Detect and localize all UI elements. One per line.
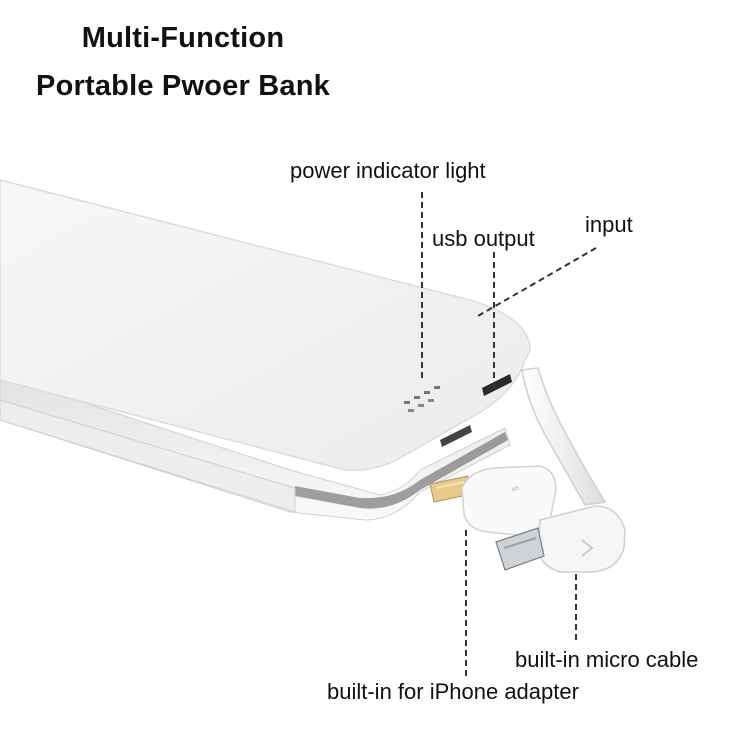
power-indicator-dots	[404, 386, 440, 412]
label-input: input	[585, 212, 633, 237]
label-micro-cable: built-in micro cable	[515, 647, 699, 672]
label-power-indicator: power indicator light	[290, 158, 486, 183]
title-line-2: Portable Pwoer Bank	[36, 70, 330, 102]
lightning-connector	[429, 475, 473, 503]
usb-output-port	[482, 374, 512, 396]
power-bank-body	[0, 179, 531, 521]
built-in-cable	[521, 367, 607, 506]
title-line-1: Multi-Function	[81, 22, 285, 54]
label-iphone-adapter: built-in for iPhone adapter	[327, 679, 579, 704]
svg-text:⇌: ⇌	[511, 484, 520, 495]
callout-leaders	[421, 192, 597, 676]
label-usb-output: usb output	[432, 226, 535, 251]
input-port	[440, 425, 472, 447]
leader-input	[477, 247, 597, 317]
micro-usb-head	[495, 505, 626, 573]
